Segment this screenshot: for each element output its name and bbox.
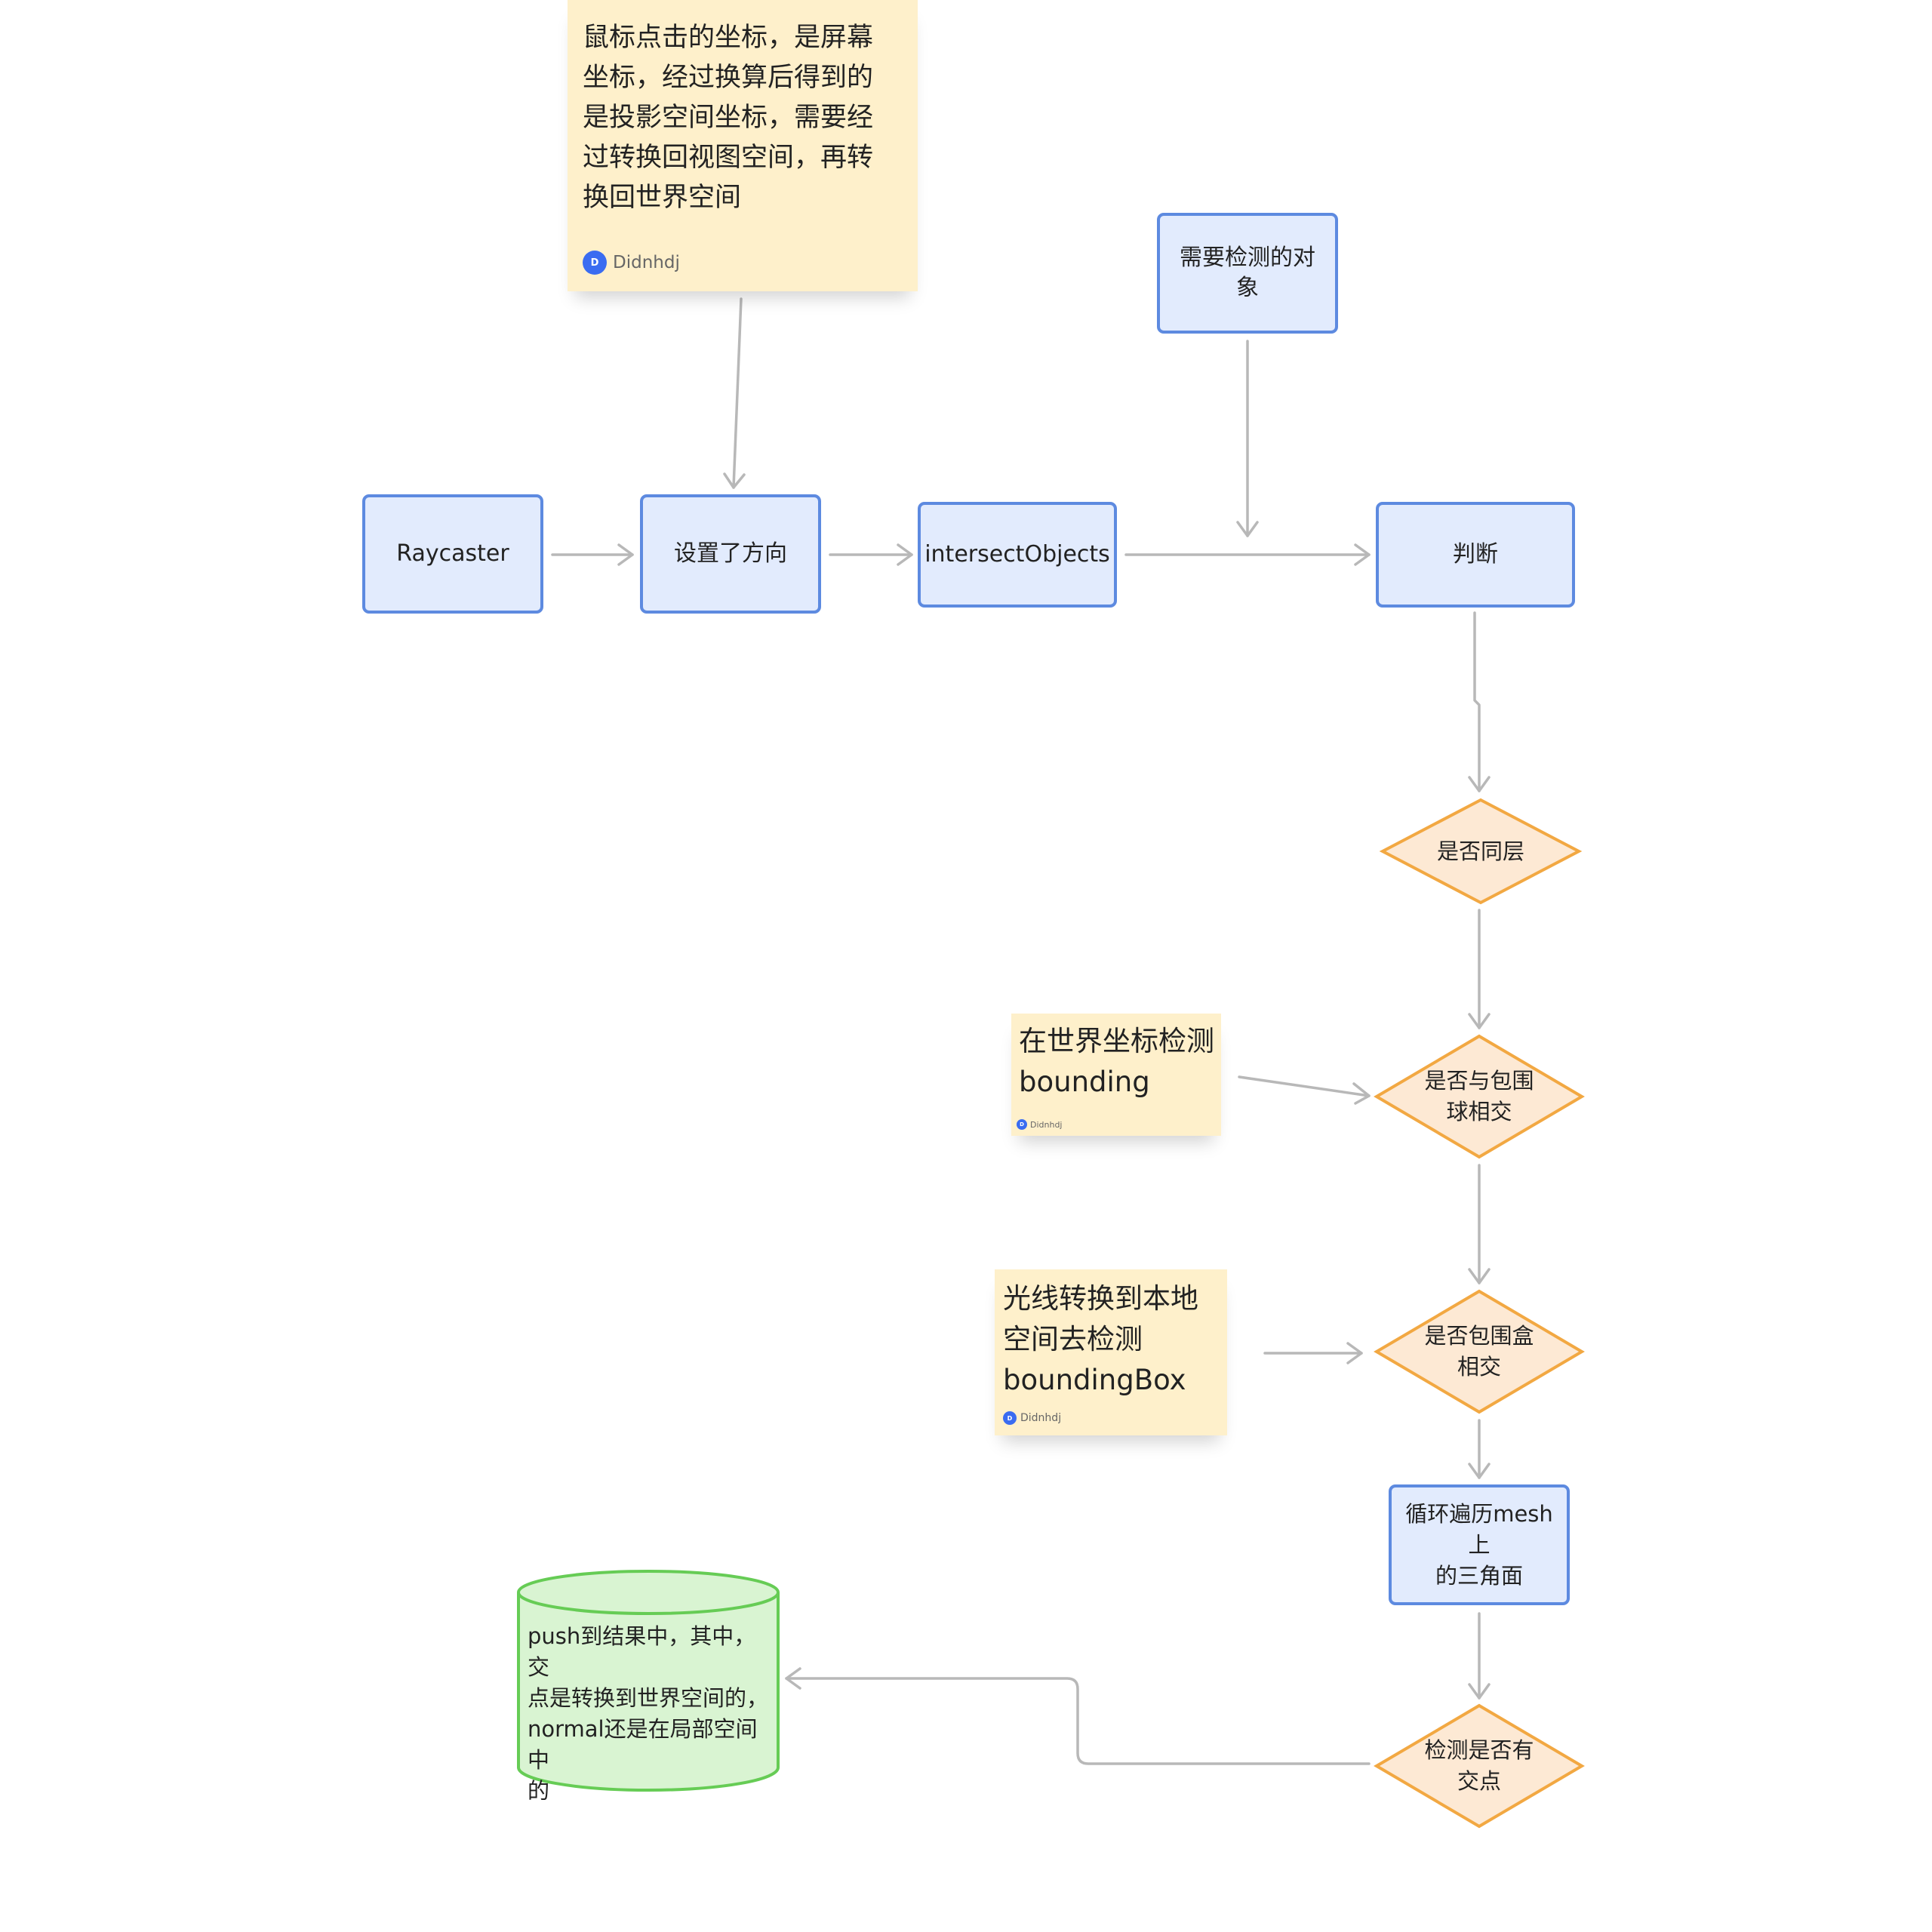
arrowhead <box>1468 776 1491 792</box>
author-avatar-icon: D <box>1017 1119 1027 1130</box>
node-loop-triangles[interactable]: 循环遍历mesh上 的三角面 <box>1389 1484 1570 1605</box>
datastore-push-result[interactable]: push到结果中，其中，交 点是转换到世界空间的， normal还是在局部空间中… <box>517 1570 780 1804</box>
node-objects-to-check[interactable]: 需要检测的对象 <box>1157 213 1338 334</box>
arrowhead <box>1236 521 1259 537</box>
author-avatar-icon: D <box>583 251 607 275</box>
decision-same-layer[interactable]: 是否同层 <box>1379 798 1583 905</box>
decision-sphere-intersect[interactable]: 是否与包围 球相交 <box>1374 1034 1585 1159</box>
arrowhead <box>1352 1082 1371 1105</box>
decision-has-intersection[interactable]: 检测是否有 交点 <box>1374 1703 1585 1829</box>
arrowhead <box>1468 1268 1491 1284</box>
decision-label: 是否同层 <box>1436 838 1524 864</box>
arrowhead <box>785 1667 801 1690</box>
note-text: 在世界坐标检测 bounding . <box>1019 1025 1214 1112</box>
node-intersect-objects[interactable]: intersectObjects <box>918 502 1117 608</box>
note-world-bounding[interactable]: 在世界坐标检测 bounding . D Didnhdj <box>1011 1014 1221 1136</box>
author-avatar-icon: D <box>1003 1411 1017 1425</box>
connector-judge-to-samelayer <box>1473 611 1481 792</box>
note-local-bounding-box[interactable]: 光线转换到本地 空间去检测 boundingBox D Didnhdj <box>995 1269 1227 1435</box>
datastore-label: push到结果中，其中，交 点是转换到世界空间的， normal还是在局部空间中… <box>528 1623 769 1804</box>
node-raycaster[interactable]: Raycaster <box>362 494 543 614</box>
decision-label: 检测是否有 交点 <box>1424 1737 1534 1794</box>
diamond-shape <box>1374 1289 1585 1414</box>
cylinder-shape <box>517 1570 780 1792</box>
node-judge[interactable]: 判断 <box>1376 502 1575 608</box>
connector-note-to-direction <box>732 297 743 489</box>
note-author: D Didnhdj <box>1003 1411 1061 1425</box>
arrowhead <box>1468 1683 1491 1700</box>
diamond-shape <box>1374 1034 1585 1159</box>
diamond-shape <box>1379 798 1583 905</box>
note-screen-coordinates[interactable]: 鼠标点击的坐标，是屏幕 坐标，经过换算后得到的 是投影空间坐标，需要经 过转换回… <box>568 0 918 291</box>
arrowhead <box>1354 543 1371 566</box>
note-author: D Didnhdj <box>1017 1119 1063 1130</box>
connector-check-to-result <box>785 1677 1371 1765</box>
decision-label: 是否与包围 球相交 <box>1424 1068 1534 1124</box>
arrowhead <box>617 543 634 566</box>
diamond-shape <box>1374 1703 1585 1829</box>
decision-box-intersect[interactable]: 是否包围盒 相交 <box>1374 1289 1585 1414</box>
note-text: 光线转换到本地 空间去检测 boundingBox <box>1003 1282 1198 1396</box>
author-name: Didnhdj <box>1030 1119 1063 1130</box>
arrowhead <box>1468 1463 1491 1479</box>
arrowhead <box>897 543 913 566</box>
author-name: Didnhdj <box>613 253 680 272</box>
note-author: D Didnhdj <box>583 251 680 275</box>
decision-label: 是否包围盒 相交 <box>1424 1323 1534 1380</box>
arrowhead <box>1468 1013 1491 1029</box>
node-set-direction[interactable]: 设置了方向 <box>640 494 821 614</box>
connector-worldnote-to-sphere <box>1238 1075 1371 1097</box>
arrowhead <box>723 472 746 489</box>
arrowhead <box>1346 1342 1363 1364</box>
note-text: 鼠标点击的坐标，是屏幕 坐标，经过换算后得到的 是投影空间坐标，需要经 过转换回… <box>583 23 874 213</box>
author-name: Didnhdj <box>1020 1412 1062 1424</box>
